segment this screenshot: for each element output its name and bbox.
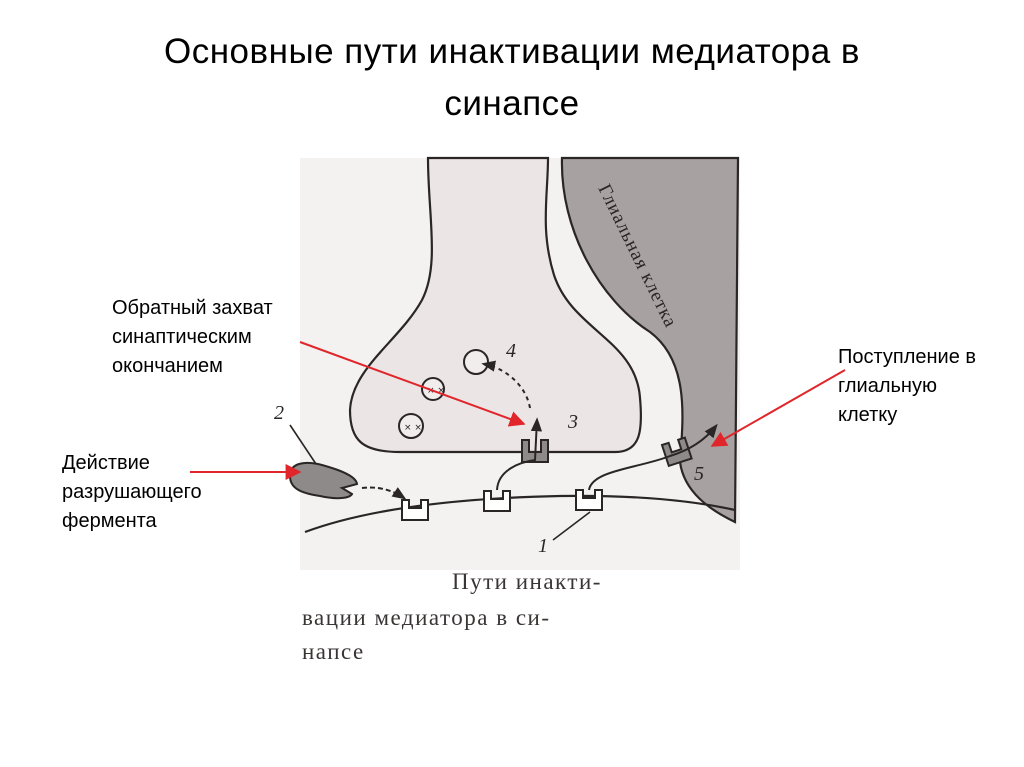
callout-glia-line-1: Поступление в (838, 343, 976, 372)
callout-enzyme-line-3: фермента (62, 507, 202, 536)
vesicle-recycled (464, 350, 488, 374)
label-number-2: 2 (274, 402, 284, 424)
callout-glia-line-3: клетку (838, 401, 976, 430)
callout-glia: Поступление в глиальную клетку (838, 343, 976, 430)
figure-caption-line-1: Пути инакти- (452, 569, 602, 594)
callout-glia-line-2: глиальную (838, 372, 976, 401)
figure-caption-line-2: вации медиатора в си- (302, 605, 551, 630)
callout-enzyme-line-2: разрушающего (62, 478, 202, 507)
callout-enzyme: Действие разрушающего фермента (62, 449, 202, 536)
callout-reuptake-line-1: Обратный захват (112, 294, 273, 323)
label-number-3: 3 (567, 411, 578, 433)
vesicle-lower: × × (399, 414, 423, 438)
figure-caption-line-3: напсе (302, 639, 365, 664)
callout-reuptake-line-2: синаптическим (112, 323, 273, 352)
label-number-1: 1 (538, 535, 548, 557)
label-number-4: 4 (506, 340, 516, 362)
callout-reuptake: Обратный захват синаптическим окончанием (112, 294, 273, 381)
callout-enzyme-line-1: Действие (62, 449, 202, 478)
label-number-5: 5 (694, 463, 704, 485)
vesicle-upper: × × (422, 378, 445, 400)
callout-reuptake-line-3: окончанием (112, 352, 273, 381)
svg-text:× ×: × × (404, 423, 422, 433)
